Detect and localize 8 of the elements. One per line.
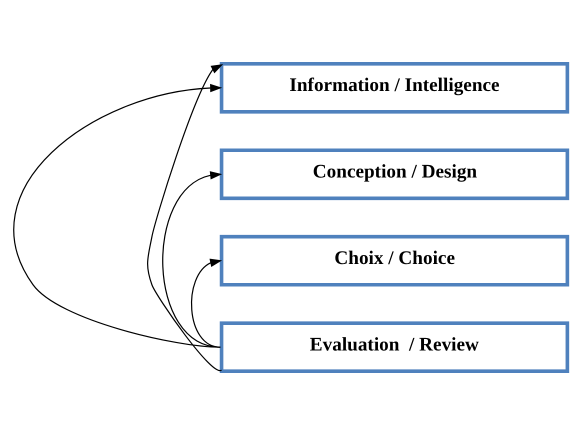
node-box: Conception / Design [220,148,570,200]
node-box: Choix / Choice [220,234,570,286]
arrow [147,64,224,370]
node-box: Information / Intelligence [220,62,570,114]
node-box: Evaluation / Review [220,320,570,372]
arrow [191,258,222,348]
arrow [14,83,222,348]
arrow [162,170,222,348]
